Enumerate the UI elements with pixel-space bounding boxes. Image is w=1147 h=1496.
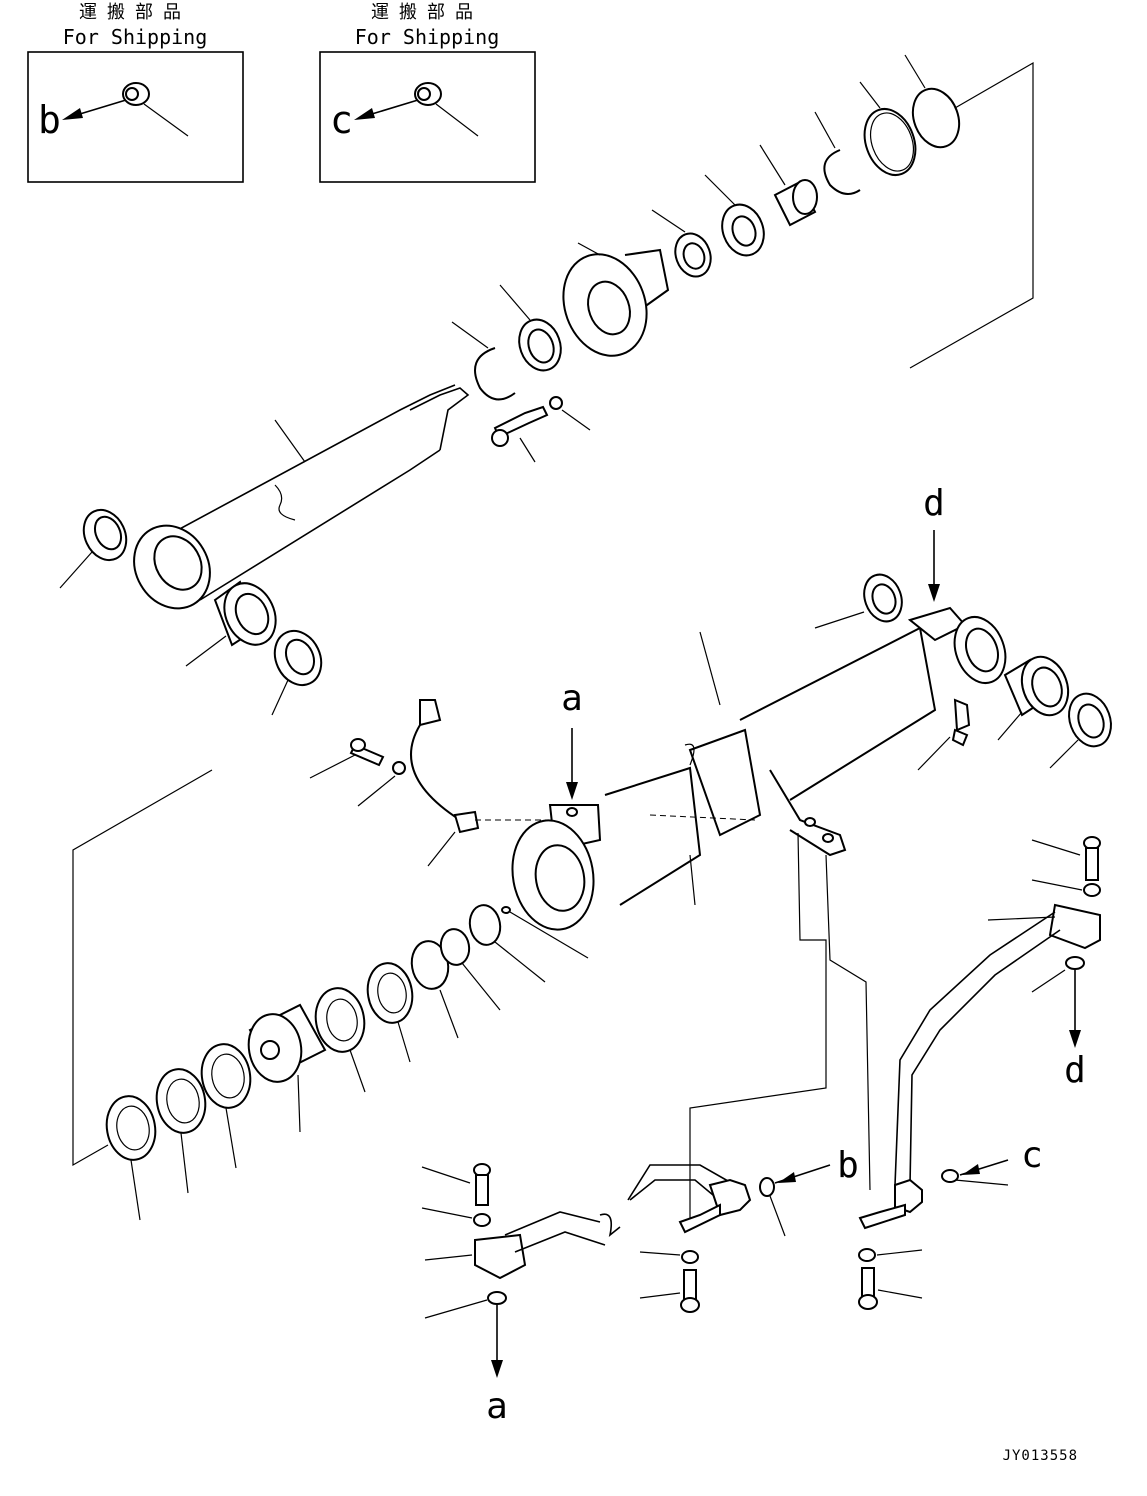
shipping-box-c: 運搬部品 For Shipping c bbox=[319, 2, 536, 183]
snap-ring-upper bbox=[823, 149, 861, 195]
shipping-box-c-en-label: For Shipping bbox=[355, 25, 500, 49]
piston-rod bbox=[133, 384, 470, 610]
head-bolt bbox=[491, 405, 549, 447]
shipping-box-b-en-label: For Shipping bbox=[63, 25, 208, 49]
o-ring-a bbox=[487, 1291, 507, 1305]
grease-fitting bbox=[951, 698, 971, 747]
shipping-box-b: 運搬部品 For Shipping b bbox=[27, 2, 244, 183]
bushing-upper-3 bbox=[773, 179, 818, 227]
rod-bushing-mid bbox=[213, 580, 277, 647]
cylinder-head bbox=[562, 248, 670, 357]
bushing-upper-2 bbox=[721, 203, 765, 257]
shipping-box-c-jp-label: 運搬部品 bbox=[371, 2, 483, 23]
cylinder-tube bbox=[511, 606, 1007, 931]
tube-bushing-top bbox=[863, 573, 903, 623]
piston-seal-stack bbox=[105, 904, 511, 1161]
nut-b bbox=[122, 82, 150, 106]
callout-d-bottom: d bbox=[1064, 1050, 1086, 1091]
shipping-box-b-frame bbox=[27, 51, 244, 183]
shipping-box-b-letter: b bbox=[38, 98, 61, 142]
callout-d-top: d bbox=[923, 483, 945, 524]
o-ring-b bbox=[759, 1177, 775, 1197]
tube-bushing-right-2 bbox=[1068, 692, 1112, 748]
o-ring-upper bbox=[863, 108, 917, 176]
bushing-upper-1 bbox=[674, 232, 712, 278]
backup-ring-upper bbox=[911, 87, 961, 149]
hose-bolt-right-bottom bbox=[858, 1267, 878, 1310]
rod-seal-ring bbox=[273, 629, 323, 687]
o-ring-d bbox=[1065, 956, 1085, 970]
callout-c-right: c bbox=[1021, 1135, 1043, 1176]
hose-right bbox=[858, 903, 1101, 1230]
nut-c bbox=[414, 82, 442, 106]
hose-bolt-left-top bbox=[473, 1163, 491, 1206]
head-washer bbox=[549, 396, 563, 410]
snap-ring bbox=[474, 347, 516, 401]
hose-bolt-right-top bbox=[1083, 836, 1101, 881]
drawing-code: JY013558 bbox=[1003, 1448, 1078, 1464]
rod-bushing-left bbox=[82, 508, 128, 562]
tube-bushing-right-1 bbox=[1003, 655, 1070, 717]
shipping-box-b-jp-label: 運搬部品 bbox=[79, 2, 191, 23]
rod-seal bbox=[518, 318, 562, 372]
mount-bracket bbox=[769, 769, 847, 857]
axis-line-upper bbox=[909, 61, 1034, 369]
hose-washer-left-top bbox=[473, 1213, 491, 1227]
clamp-washer bbox=[392, 761, 406, 775]
clamp-bolt bbox=[349, 738, 385, 767]
tube-clamp bbox=[410, 699, 480, 834]
hose-bolt-left-bottom bbox=[680, 1269, 700, 1313]
hose-washer-right-top bbox=[1083, 883, 1101, 897]
shipping-box-c-frame bbox=[319, 51, 536, 183]
hose-left bbox=[474, 1164, 752, 1280]
callout-b-right: b bbox=[837, 1145, 859, 1186]
callout-a-bottom: a bbox=[486, 1386, 508, 1427]
axis-line-lower bbox=[72, 769, 213, 1167]
shipping-box-c-letter: c bbox=[330, 98, 353, 142]
o-ring-c bbox=[941, 1169, 959, 1183]
hose-washer-right-bottom bbox=[858, 1248, 876, 1262]
hose-washer-left-bottom bbox=[681, 1250, 699, 1264]
callout-a-top: a bbox=[561, 678, 583, 719]
